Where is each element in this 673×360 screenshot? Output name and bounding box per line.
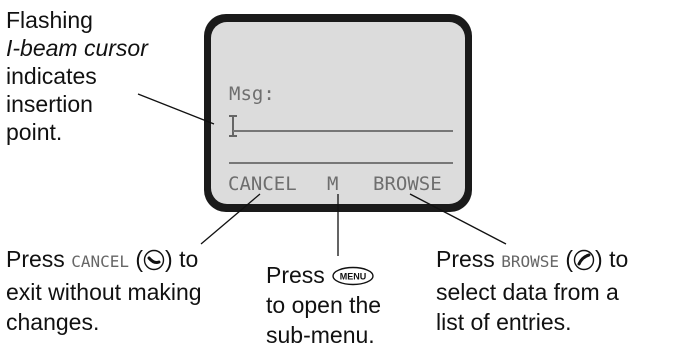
cancel-press-word: Press (6, 246, 65, 272)
right-soft-key-icon (573, 249, 595, 271)
cursor-leader-line (137, 93, 215, 125)
menu-indicator-label[interactable]: M (327, 173, 339, 195)
cancel-annotation: Press CANCEL ( ) to exit without making … (6, 244, 266, 337)
browse-leader-line (409, 193, 507, 245)
browse-press-word: Press (436, 246, 495, 272)
left-soft-key-icon (143, 249, 165, 271)
cursor-annotation: Flashing I-beam cursor indicates inserti… (6, 6, 196, 146)
cursor-note-line3: indicates (6, 63, 97, 89)
menu-note-line3: sub-menu. (266, 322, 375, 348)
browse-softkey-label[interactable]: BROWSE (373, 173, 442, 195)
menu-press-word: Press (266, 262, 325, 288)
browse-to-word: to (609, 246, 629, 272)
menu-annotation: Press MENU to open the sub-menu. (266, 260, 416, 350)
menu-note-line1: Press MENU (266, 260, 416, 290)
phone-display: Msg: CANCEL M BROWSE (211, 22, 465, 204)
cursor-note-line1: Flashing (6, 7, 93, 33)
browse-annotation: Press BROWSE ( ) to select data from a l… (436, 244, 672, 337)
browse-note-line3: list of entries. (436, 309, 572, 335)
cancel-note-line3: changes. (6, 309, 100, 335)
browse-note-line1: Press BROWSE ( ) to (436, 246, 629, 272)
cursor-note-line5: point. (6, 119, 63, 145)
cancel-note-line2: exit without making (6, 279, 202, 305)
i-beam-cursor-icon (229, 115, 237, 137)
menu-key-icon: MENU (332, 266, 374, 286)
cancel-note-line1: Press CANCEL ( ) to (6, 246, 199, 272)
menu-key-text: MENU (340, 272, 367, 282)
cursor-note-line2: I-beam cursor (6, 34, 196, 62)
cancel-key-name: CANCEL (71, 252, 129, 271)
cursor-term: I-beam cursor (6, 35, 148, 61)
cancel-softkey-label[interactable]: CANCEL (228, 173, 297, 195)
message-entry-line[interactable] (233, 130, 453, 132)
browse-key-name: BROWSE (501, 252, 559, 271)
browse-note-line2: select data from a (436, 279, 619, 305)
cancel-to-word: to (179, 246, 199, 272)
cursor-note-line4: insertion (6, 91, 93, 117)
cancel-leader-line (200, 193, 261, 245)
msg-label: Msg: (229, 83, 275, 105)
menu-note-line2: to open the (266, 292, 382, 318)
message-divider-line (229, 162, 453, 164)
